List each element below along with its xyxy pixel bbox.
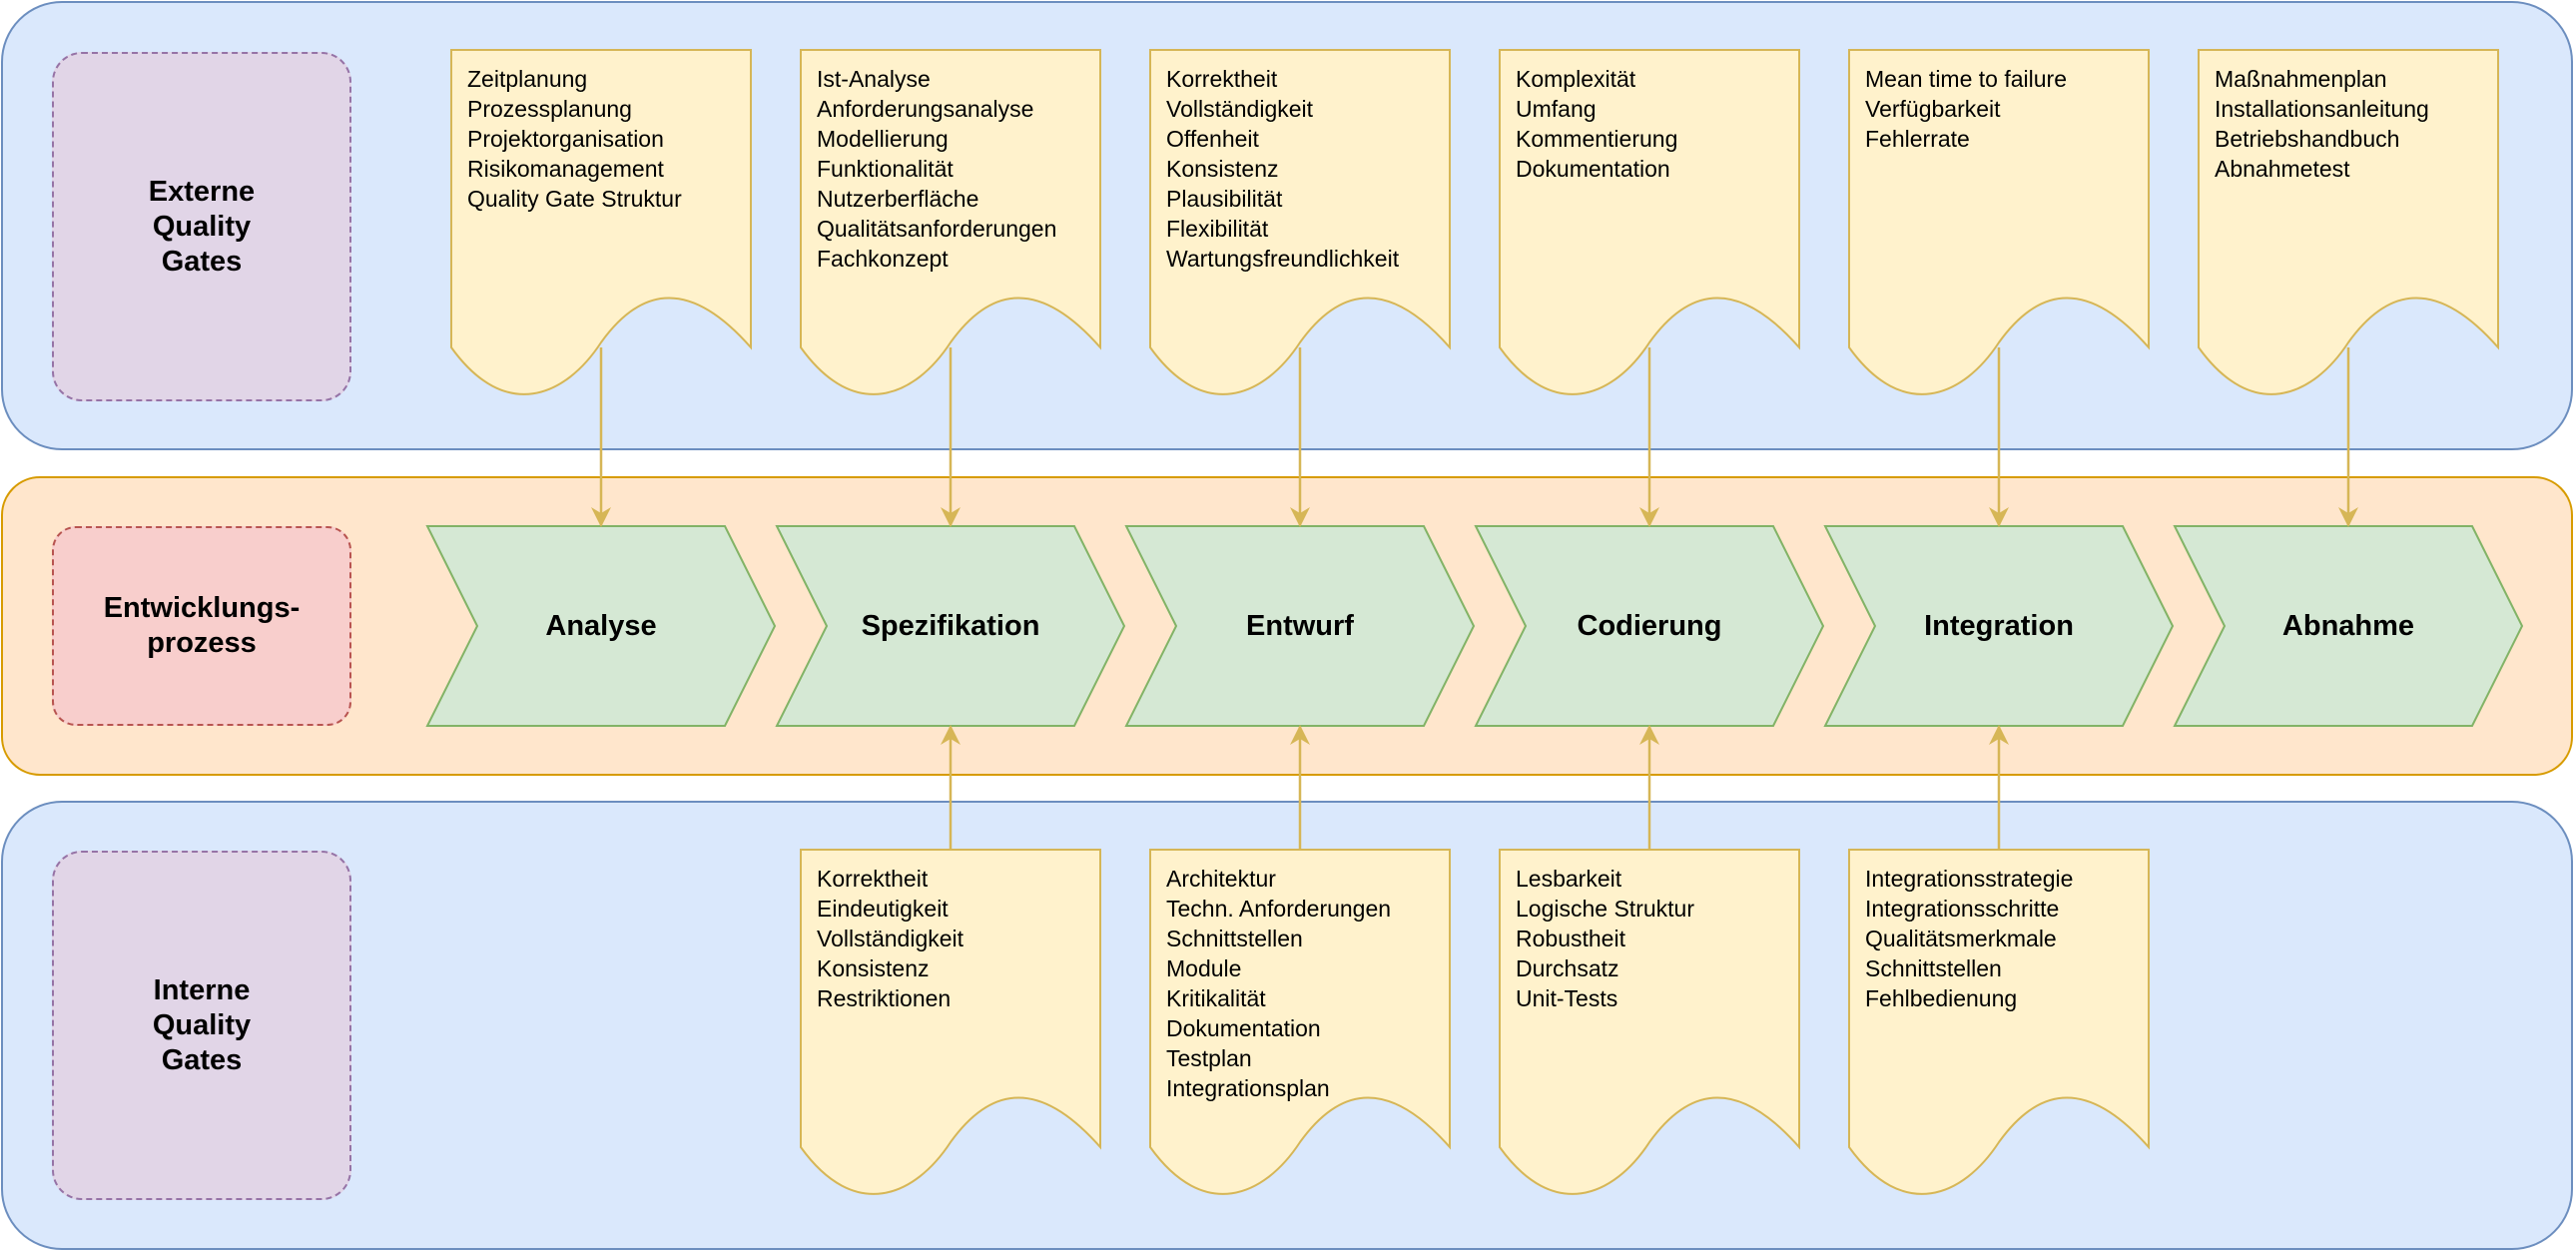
step-codierung-label: Codierung: [1577, 609, 1722, 642]
external-gates-label: Externe Quality Gates: [52, 52, 351, 401]
internal-gate-doc-4: [1848, 849, 2150, 1195]
list-item: Verfügbarkeit: [1865, 96, 2001, 122]
list-item: Korrektheit: [817, 866, 929, 892]
list-item: Funktionalität: [817, 156, 954, 182]
step-integration-label: Integration: [1924, 609, 2074, 642]
list-item: Betriebshandbuch: [2215, 126, 2400, 152]
list-item: Mean time to failure: [1865, 66, 2067, 92]
list-item: Schnittstellen: [1865, 955, 2002, 981]
list-item: Quality Gate Struktur: [467, 186, 682, 212]
external-gate-doc-5: [2198, 49, 2499, 395]
list-item: Umfang: [1516, 96, 1597, 122]
internal-gates-label: Interne Quality Gates: [52, 851, 351, 1200]
list-item: Testplan: [1166, 1045, 1252, 1071]
list-item: Fehlbedienung: [1865, 985, 2018, 1011]
list-item: Techn. Anforderungen: [1166, 896, 1392, 922]
step-analyse-shape: [425, 525, 777, 727]
list-item: Integrationsstrategie: [1865, 866, 2074, 892]
list-item: Flexibilität: [1166, 216, 1269, 242]
process-label: Entwicklungs- prozess: [52, 526, 351, 726]
list-item: Logische Struktur: [1516, 896, 1694, 922]
process-label-text: Entwicklungs- prozess: [103, 592, 301, 659]
list-item: Dokumentation: [1166, 1015, 1321, 1041]
step-analyse-label: Analyse: [545, 609, 657, 642]
list-item: Modellierung: [817, 126, 949, 152]
step-codierung-shape: [1474, 525, 1825, 727]
list-item: Unit-Tests: [1516, 985, 1618, 1011]
list-item: Durchsatz: [1516, 955, 1619, 981]
list-item: Kommentierung: [1516, 126, 1678, 152]
list-item: Vollständigkeit: [1166, 96, 1314, 122]
list-item: Integrationsplan: [1166, 1075, 1330, 1101]
list-item: Offenheit: [1166, 126, 1259, 152]
step-entwurf-label: Entwurf: [1246, 609, 1354, 642]
list-item: Nutzerberfläche: [817, 186, 979, 212]
list-item: Abnahmetest: [2215, 156, 2350, 182]
list-item: Robustheit: [1516, 926, 1625, 951]
list-item: Komplexität: [1516, 66, 1636, 92]
list-item: Eindeutigkeit: [817, 896, 949, 922]
list-item: Lesbarkeit: [1516, 866, 1622, 892]
list-item: Wartungsfreundlichkeit: [1166, 246, 1400, 272]
list-item: Plausibilität: [1166, 186, 1283, 212]
list-item: Zeitplanung: [467, 66, 588, 92]
external-gate-doc-0: [450, 49, 752, 395]
list-item: Vollständigkeit: [817, 926, 965, 951]
list-item: Module: [1166, 955, 1242, 981]
list-item: Schnittstellen: [1166, 926, 1303, 951]
internal-gate-doc-2: [1149, 849, 1451, 1195]
internal-gates-label-text: Interne Quality Gates: [152, 973, 252, 1076]
step-spezifikation-shape: [775, 525, 1126, 727]
list-item: Projektorganisation: [467, 126, 664, 152]
list-item: Kritikalität: [1166, 985, 1266, 1011]
list-item: Architektur: [1166, 866, 1276, 892]
gate-documents: [450, 49, 2499, 1195]
internal-gate-doc-1: [800, 849, 1101, 1195]
external-gate-doc-3: [1499, 49, 1800, 395]
list-item: Ist-Analyse: [817, 66, 931, 92]
list-item: Anforderungsanalyse: [817, 96, 1034, 122]
list-item: Korrektheit: [1166, 66, 1278, 92]
list-item: Konsistenz: [817, 955, 930, 981]
list-item: Risikomanagement: [467, 156, 664, 182]
step-abnahme-shape: [2173, 525, 2524, 727]
step-entwurf-shape: [1124, 525, 1476, 727]
step-spezifikation-label: Spezifikation: [861, 609, 1040, 642]
external-gate-doc-1: [800, 49, 1101, 395]
list-item: Prozessplanung: [467, 96, 632, 122]
list-item: Dokumentation: [1516, 156, 1670, 182]
external-gate-doc-2: [1149, 49, 1451, 395]
step-integration-shape: [1823, 525, 2175, 727]
list-item: Integrationsschritte: [1865, 896, 2060, 922]
list-item: Fehlerrate: [1865, 126, 1970, 152]
list-item: Fachkonzept: [817, 246, 949, 272]
internal-gate-doc-3: [1499, 849, 1800, 1195]
gate-arrows: [591, 347, 2358, 850]
external-gate-doc-4: [1848, 49, 2150, 395]
external-gates-label-text: Externe Quality Gates: [148, 175, 256, 278]
list-item: Installationsanleitung: [2215, 96, 2429, 122]
list-item: Qualitätsanforderungen: [817, 216, 1057, 242]
process-steps: [425, 525, 2524, 727]
step-abnahme-label: Abnahme: [2281, 609, 2415, 642]
list-item: Konsistenz: [1166, 156, 1279, 182]
list-item: Restriktionen: [817, 985, 952, 1011]
list-item: Maßnahmenplan: [2215, 66, 2387, 92]
list-item: Qualitätsmerkmale: [1865, 926, 2057, 951]
